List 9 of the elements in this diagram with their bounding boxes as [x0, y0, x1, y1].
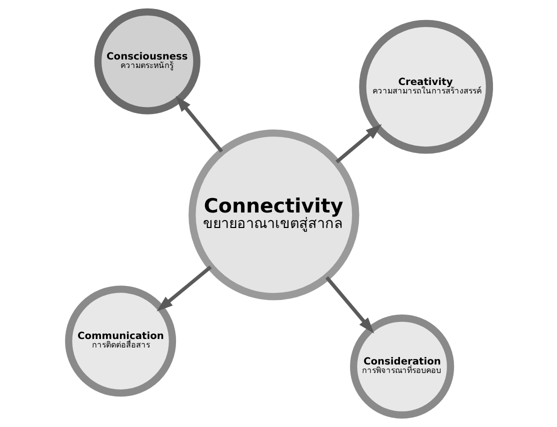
- arrow: [175, 96, 223, 153]
- node-circle: Creativity ความสามารถในการสร้างสรรค์: [358, 20, 492, 154]
- node-circle: Consideration การพิจารณาที่รอบคอบ: [350, 314, 454, 419]
- node-circle: Consciousness ความตระหนักรู้: [94, 8, 200, 114]
- arrow: [324, 276, 374, 334]
- arrow: [335, 124, 382, 164]
- node-circle: Connectivity ขยายอาณาเขตสู่สากล: [188, 130, 359, 300]
- node-circle: Communication การติดต่อสื่อสาร: [64, 286, 176, 397]
- arrow: [156, 266, 212, 312]
